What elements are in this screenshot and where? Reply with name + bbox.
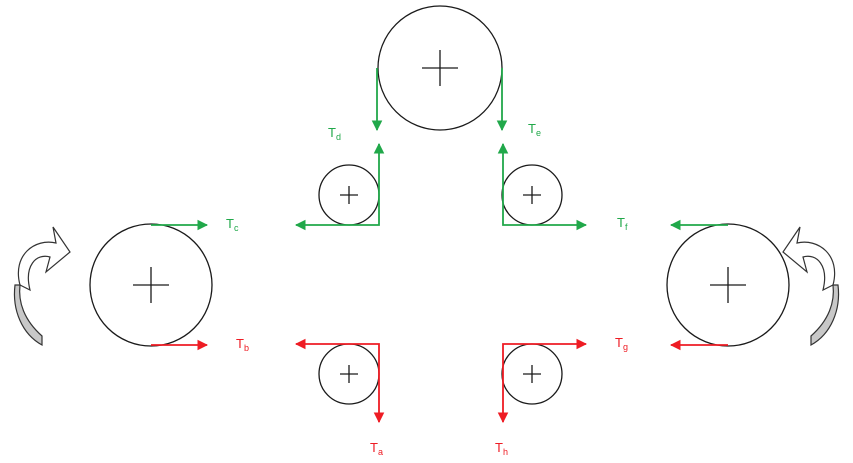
top-pulley	[377, 5, 503, 131]
curved-rotation-arrow-right-icon	[782, 226, 840, 347]
left-drive-pulley	[89, 223, 213, 347]
curved-rotation-arrow-left-icon	[13, 226, 71, 347]
idler-lower-right	[501, 343, 563, 405]
tension-label-b: Tb	[236, 336, 249, 353]
tension-label-d: Td	[328, 125, 341, 142]
tension-label-a: Ta	[370, 440, 383, 457]
idler-upper-left	[318, 164, 380, 226]
tension-arrow-idler-right-up	[497, 142, 532, 226]
idler-lower-left	[318, 343, 380, 405]
tension-arrow-idler-lower-left-down	[349, 343, 385, 424]
tension-label-g: Tg	[615, 335, 628, 352]
tension-label-f: Tf	[617, 215, 628, 232]
idler-upper-right	[501, 164, 563, 226]
tension-arrow-idler-left-up	[349, 142, 385, 226]
tension-label-c: Tc	[226, 216, 239, 233]
tension-label-e: Te	[528, 121, 541, 138]
right-drive-pulley	[666, 223, 790, 347]
tension-label-h: Th	[495, 440, 508, 457]
tension-arrow-idler-lower-right-down	[497, 343, 532, 424]
